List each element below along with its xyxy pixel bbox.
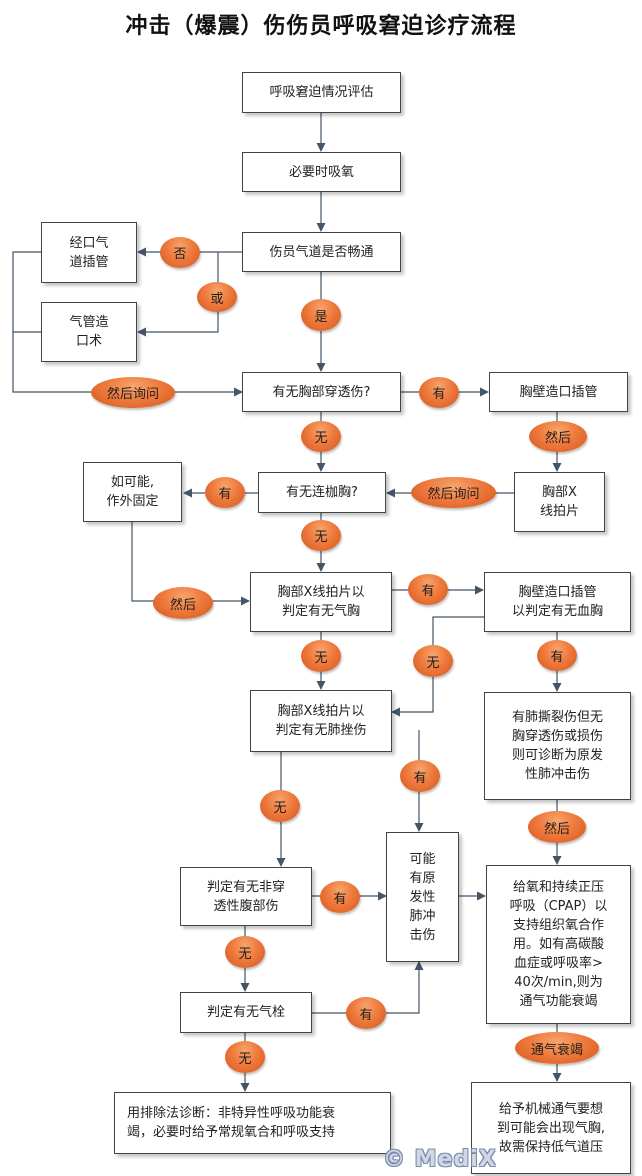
node-contusion-check: 胸部X线拍片以 判定有无肺挫伤 bbox=[250, 690, 392, 752]
label-has-embolism: 有 bbox=[346, 997, 386, 1029]
node-penetrating: 有无胸部穿透伤? bbox=[242, 372, 401, 412]
label-has-abdomen: 有 bbox=[320, 881, 360, 913]
label-has-pneumo: 有 bbox=[408, 574, 448, 605]
node-oxygen: 必要时吸氧 bbox=[242, 152, 401, 192]
node-abdomen: 判定有无非穿 透性腹部伤 bbox=[180, 867, 312, 926]
node-possible-blast: 可能 有原 发性 肺冲 击伤 bbox=[386, 832, 459, 962]
watermark-logo: © MediX bbox=[383, 1147, 497, 1172]
label-no-hemo: 无 bbox=[413, 645, 453, 677]
label-then-ask-1: 然后询问 bbox=[91, 377, 175, 408]
node-external-fix: 如可能, 作外固定 bbox=[83, 462, 182, 522]
label-has-contusion: 有 bbox=[400, 760, 440, 792]
label-then-3: 然后 bbox=[528, 811, 586, 843]
page-title: 冲击（爆震）伤伤员呼吸窘迫诊疗流程 bbox=[125, 14, 517, 39]
node-chest-xray-1: 胸部X 线拍片 bbox=[514, 472, 605, 532]
node-tracheotomy: 气管造 口术 bbox=[41, 302, 137, 362]
node-chest-tube-1: 胸壁造口插管 bbox=[489, 372, 628, 412]
label-no-embolism: 无 bbox=[225, 1041, 265, 1073]
node-intubation: 经口气 道插管 bbox=[41, 222, 137, 283]
label-has-flail: 有 bbox=[205, 477, 245, 508]
label-vent-failure: 通气衰竭 bbox=[515, 1032, 599, 1064]
node-lung-tear: 有肺撕裂伤但无 胸穿透伤或损伤 则可诊断为原发 性肺冲击伤 bbox=[484, 692, 631, 800]
label-or: 或 bbox=[197, 282, 237, 312]
label-then-1: 然后 bbox=[529, 421, 587, 452]
node-airway: 伤员气道是否畅通 bbox=[242, 232, 401, 272]
label-then-ask-2: 然后询问 bbox=[411, 477, 496, 508]
node-embolism: 判定有无气栓 bbox=[180, 992, 312, 1033]
label-no-flail: 无 bbox=[301, 520, 341, 551]
node-exclusion: 用排除法诊断：非特异性呼吸功能衰 竭，必要时给予常规氧合和呼吸支持 bbox=[114, 1092, 391, 1154]
node-flail: 有无连枷胸? bbox=[258, 472, 386, 513]
node-assess: 呼吸窘迫情况评估 bbox=[242, 72, 401, 113]
node-pneumothorax: 胸部X线拍片以 判定有无气胸 bbox=[250, 572, 392, 632]
node-chest-tube-2: 胸壁造口插管 以判定有无血胸 bbox=[484, 572, 631, 632]
label-has-penetrating: 有 bbox=[419, 377, 459, 408]
label-no-airway: 否 bbox=[160, 237, 200, 268]
arrow-or-tracheotomy bbox=[137, 252, 219, 337]
label-then-2: 然后 bbox=[153, 587, 213, 619]
label-has-hemo: 有 bbox=[537, 640, 577, 671]
node-cpap: 给氧和持续正压 呼吸（CPAP）以 支持组织氧合作 用。如有高碳酸 血症或呼吸率… bbox=[486, 865, 631, 1024]
label-no-penetrating: 无 bbox=[301, 421, 341, 452]
label-no-abdomen: 无 bbox=[225, 936, 265, 968]
label-yes-airway: 是 bbox=[301, 299, 341, 331]
node-mech-vent: 给予机械通气要想 到可能会出现气胸, 故需保持低气道压 bbox=[471, 1082, 631, 1174]
label-no-contusion: 无 bbox=[260, 790, 300, 822]
label-no-pneumo: 无 bbox=[301, 640, 341, 672]
